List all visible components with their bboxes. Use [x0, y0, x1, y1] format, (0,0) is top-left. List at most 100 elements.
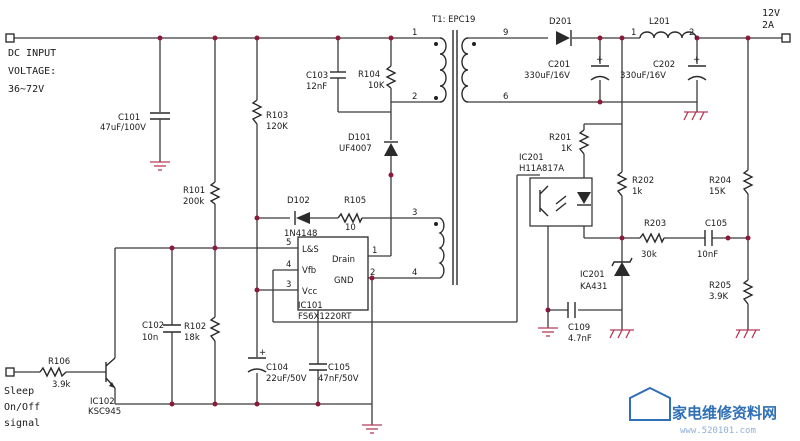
diode-d102	[294, 211, 310, 225]
resistor-r203	[639, 232, 665, 244]
capacitor-c101	[150, 112, 170, 126]
c201-value: 330uF/16V	[524, 71, 570, 81]
c103-value: 12nF	[306, 82, 327, 92]
transformer-pin2: 2	[412, 92, 417, 102]
r106-ref: R106	[48, 357, 70, 367]
r102-value: 18k	[184, 333, 200, 343]
ic101-pin5-num: 5	[286, 238, 291, 248]
d102-value: 1N4148	[284, 229, 317, 239]
c102-ref: C102	[142, 321, 164, 331]
ic101-part: FS6X1220RT	[298, 312, 352, 322]
capacitor-c109	[567, 302, 576, 318]
opto-ic201-value: H11A817A	[519, 164, 564, 174]
ic101-ref: IC101	[298, 301, 323, 311]
d101-ref: D101	[348, 133, 371, 143]
c105-primary-ref: C105	[328, 363, 350, 373]
c101-ref: C101	[118, 113, 140, 123]
c105-secondary-ref: C105	[705, 219, 727, 229]
output-terminal[interactable]	[781, 33, 791, 43]
r201-value: 1K	[561, 144, 572, 154]
r105-value: 10	[345, 223, 356, 233]
ic101-pin5-name: L&S	[302, 245, 319, 255]
output-voltage-label: 12V	[762, 8, 780, 19]
sleep-label-line1: Sleep	[4, 386, 34, 397]
r203-value: 30k	[641, 250, 657, 260]
r201-ref: R201	[549, 133, 571, 143]
resistor-r104	[385, 65, 397, 89]
transformer-pin1: 1	[412, 28, 417, 38]
ic101-pin1-num: 1	[372, 246, 377, 256]
resistor-r105	[337, 212, 363, 224]
ground-symbol-c109	[538, 310, 558, 337]
c102-value: 10n	[142, 333, 158, 343]
ic101-pin2-num: 2	[370, 268, 375, 278]
d102-ref: D102	[287, 196, 310, 206]
resistor-r101	[209, 181, 221, 205]
capacitor-c201: +	[590, 55, 610, 81]
sleep-label-line3: signal	[4, 418, 40, 429]
transformer-pin4: 4	[412, 268, 417, 278]
ground-symbol-c202	[683, 111, 708, 121]
r203-ref: R203	[644, 219, 666, 229]
c103-ref: C103	[306, 71, 328, 81]
transformer-pin3: 3	[412, 208, 417, 218]
capacitor-c105-secondary	[704, 230, 713, 246]
svg-text:+: +	[693, 55, 700, 65]
transformer-t1	[434, 30, 476, 285]
ka431-ref: IC201	[580, 270, 605, 280]
sleep-terminal[interactable]	[5, 367, 15, 377]
d101-value: UF4007	[339, 144, 372, 154]
svg-text:+: +	[596, 55, 603, 65]
r202-ref: R202	[632, 176, 654, 186]
r204-value: 15K	[709, 187, 726, 197]
r205-value: 3.9K	[709, 292, 729, 302]
ground-symbol-c101	[150, 161, 170, 171]
input-label-line1: DC INPUT	[8, 48, 56, 59]
ic101-pin3-num: 3	[286, 280, 291, 290]
r205-ref: R205	[709, 281, 731, 291]
diode-d101	[384, 141, 398, 156]
c202-value: 330uF/16V	[620, 71, 666, 81]
input-terminal[interactable]	[5, 33, 15, 43]
r106-value: 3.9k	[52, 380, 71, 390]
r204-ref: R204	[709, 176, 731, 186]
r202-value: 1k	[632, 187, 642, 197]
opto-ic201-ref: IC201	[519, 153, 544, 163]
capacitor-c103	[330, 71, 346, 79]
shunt-regulator-ka431	[611, 257, 633, 276]
optocoupler-ic201	[529, 177, 593, 227]
transformer-pin9: 9	[503, 28, 508, 38]
capacitor-c104: +	[247, 348, 267, 373]
capacitor-c105-primary	[309, 363, 327, 371]
svg-text:+: +	[259, 348, 266, 358]
l201-pin1: 1	[631, 28, 636, 38]
ground-symbol-primary	[362, 424, 382, 434]
c105-primary-value: 47nF/50V	[318, 374, 359, 384]
transistor-ic102	[105, 357, 116, 389]
watermark-text: 家电维修资料网	[672, 404, 777, 422]
transformer-name: T1: EPC19	[431, 15, 475, 25]
resistor-r106	[39, 366, 67, 378]
resistor-r204	[742, 169, 754, 195]
input-label-line3: 36~72V	[8, 84, 44, 95]
resistor-r102	[209, 316, 221, 342]
capacitor-c102	[163, 324, 181, 333]
ground-symbol-ka431	[609, 329, 634, 339]
ic102-ref: IC102	[90, 397, 115, 407]
wires	[14, 37, 782, 425]
r103-value: 120K	[266, 122, 288, 132]
ground-symbol-r205	[735, 329, 760, 339]
junction-dots	[157, 35, 751, 407]
ic101-pin4-name: Vfb	[302, 266, 316, 276]
r104-ref: R104	[358, 70, 380, 80]
resistor-r205	[742, 279, 754, 305]
c104-value: 22uF/50V	[266, 374, 307, 384]
r101-value: 200k	[183, 197, 204, 207]
resistor-r103	[251, 99, 263, 125]
r102-ref: R102	[184, 322, 206, 332]
ic102-value: KSC945	[88, 407, 121, 417]
r103-ref: R103	[266, 111, 288, 121]
ic101-pin1-name: Drain	[332, 255, 355, 265]
d201-ref: D201	[549, 17, 572, 27]
